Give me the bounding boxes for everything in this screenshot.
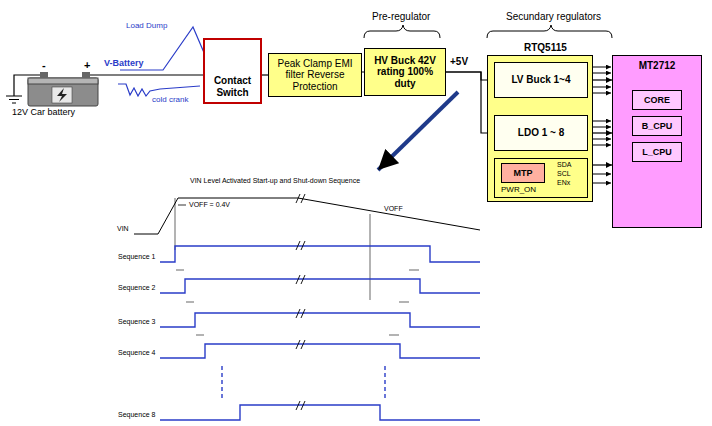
- waveform-label: Load Dump: [126, 22, 167, 31]
- timing-diagram: [134, 194, 480, 420]
- break-marks: [296, 194, 305, 410]
- bracket: [487, 25, 612, 38]
- signal-name: Sequence 1: [118, 253, 155, 261]
- text-holder: LV Buck 1~4: [498, 63, 584, 97]
- box-text: B_CPU: [642, 121, 673, 131]
- waveform-label: cold crank: [152, 96, 188, 105]
- pin-name: SDA: [557, 161, 571, 169]
- box-text: LDO 1 ~ 8: [518, 127, 564, 139]
- core-box: CORE: [632, 90, 682, 110]
- signal-name: Sequence 4: [118, 349, 155, 357]
- continuation-dashes: [222, 366, 385, 398]
- bracket: [364, 25, 440, 38]
- text-holder: MTP: [505, 164, 541, 182]
- battery-terminal: [40, 72, 48, 78]
- chip-name: RTQ5115: [524, 42, 567, 54]
- block-label: PWR_ON: [501, 185, 536, 194]
- box-text: Contact Switch: [208, 75, 257, 98]
- signal-name: Sequence 8: [118, 411, 155, 419]
- callout-arrow: [378, 92, 458, 170]
- box-text: CORE: [644, 95, 670, 105]
- group-label: Pre-regulator: [372, 11, 430, 22]
- switch-box: Contact Switch: [203, 38, 262, 104]
- battery-body: [28, 78, 98, 106]
- threshold-label: VOFF: [384, 205, 403, 213]
- sequence-waveform: [160, 405, 480, 420]
- sequence-waveform: [160, 344, 480, 358]
- control-box: SDASCLENxPWR_ON MTP: [494, 158, 588, 198]
- text-holder: CORE: [636, 91, 678, 109]
- text-holder: L_CPU: [636, 143, 678, 161]
- cpu-box: L_CPU: [632, 142, 682, 162]
- sequence-waveform: [160, 246, 480, 262]
- sequence-waveform: [160, 279, 480, 293]
- signal-name: VIN: [117, 225, 129, 233]
- sequence-waveform: [160, 313, 480, 327]
- box-text: MT2712: [639, 60, 676, 72]
- cpu-box: B_CPU: [632, 116, 682, 136]
- signal-name: V-Battery: [104, 59, 144, 69]
- threshold-label: VOFF = 0.4V: [189, 201, 230, 209]
- battery-top: [28, 78, 98, 84]
- terminal-sign: +: [84, 59, 90, 71]
- pin-name: ENx: [557, 179, 570, 187]
- pin-name: SCL: [557, 170, 571, 178]
- box-text: LV Buck 1~4: [511, 74, 570, 86]
- box-text: HV Buck 42V rating 100% duty: [368, 55, 442, 90]
- text-holder: Peak Clamp EMI filter Reverse Protection: [272, 54, 358, 96]
- terminal-sign: -: [42, 59, 46, 71]
- box-text: L_CPU: [642, 147, 672, 157]
- voff-marker: [175, 198, 370, 300]
- protection-box: Peak Clamp EMI filter Reverse Protection: [268, 53, 362, 97]
- lightning-bolt: [57, 88, 67, 102]
- text-holder: HV Buck 42V rating 100% duty: [368, 49, 442, 95]
- regulator-box: HV Buck 42V rating 100% duty: [364, 48, 446, 96]
- pmic-box: RTQ5115LV Buck 1~4LDO 1 ~ 8SDASCLENxPWR_…: [487, 55, 593, 202]
- vin-waveform: [134, 198, 480, 234]
- ground-symbol: [6, 96, 22, 103]
- cold-crank-waveform: [118, 84, 200, 96]
- box-text: Peak Clamp EMI filter Reverse Protection: [272, 58, 358, 93]
- signal-name: Sequence 3: [118, 318, 155, 326]
- soc-box: MT2712CORE B_CPU L_CPU: [612, 55, 702, 228]
- part-label: 12V Car battery: [12, 108, 75, 118]
- signal-name: Sequence 2: [118, 284, 155, 292]
- ldo-box: LDO 1 ~ 8: [494, 115, 588, 151]
- text-holder: LDO 1 ~ 8: [498, 116, 584, 150]
- battery-wire: [90, 74, 203, 75]
- battery-badge: [52, 87, 72, 103]
- voff-marker: [178, 205, 186, 206]
- battery-symbol: [6, 72, 98, 106]
- box-text: MTP: [514, 168, 533, 178]
- voltage-label: +5V: [450, 56, 468, 67]
- mtp-box: MTP: [501, 163, 545, 183]
- text-holder: Contact Switch: [208, 40, 257, 102]
- chart-title: VIN Level Activated Start-up and Shut-do…: [190, 177, 360, 185]
- text-holder: B_CPU: [636, 117, 678, 135]
- battery-terminal: [82, 72, 90, 78]
- group-label: Secundary regulators: [506, 11, 601, 22]
- buck-box: LV Buck 1~4: [494, 62, 588, 98]
